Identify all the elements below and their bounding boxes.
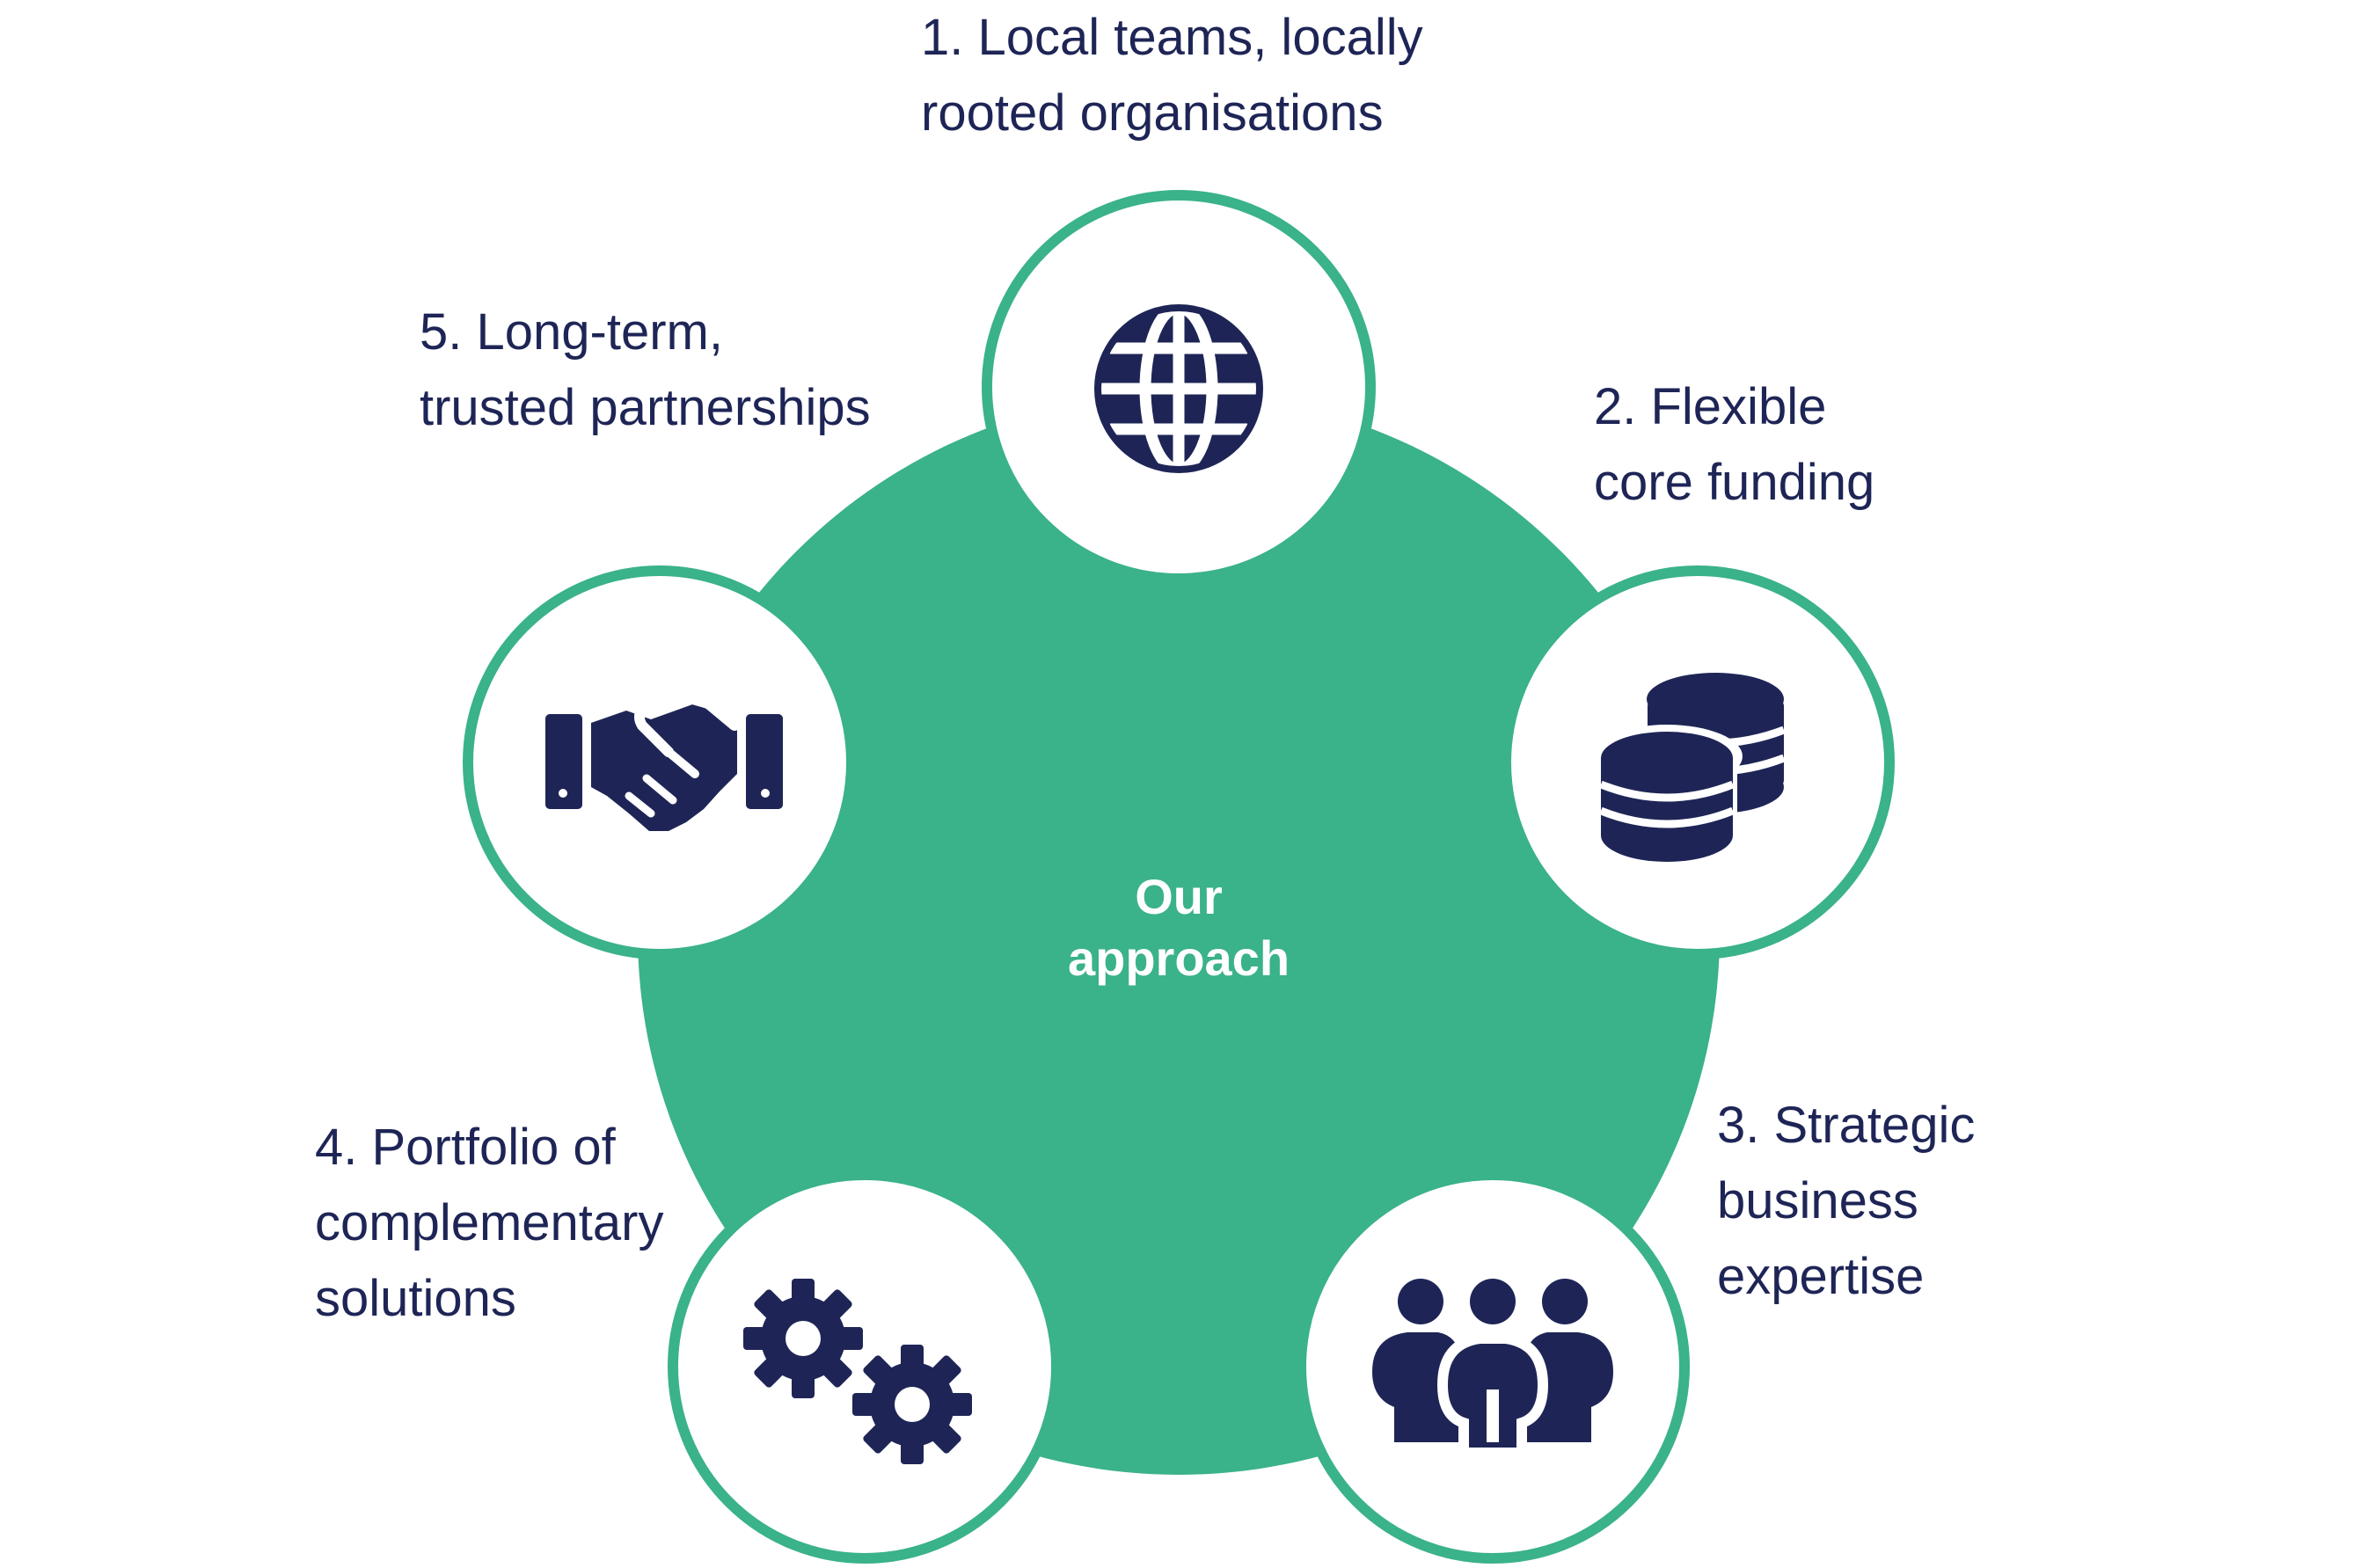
- step-1-label: 1. Local teams, locally rooted organisat…: [921, 0, 1423, 151]
- gears-icon: [743, 1279, 972, 1464]
- node-portfolio-solutions: [668, 1170, 1062, 1564]
- step-1-line-1: 1. Local teams, locally: [921, 9, 1423, 66]
- step-4-line-3: solutions: [315, 1270, 516, 1327]
- step-3-line-2: business: [1717, 1172, 1918, 1229]
- step-3-line-3: expertise: [1717, 1248, 1925, 1305]
- step-2-line-1: 2. Flexible: [1594, 378, 1827, 435]
- step-3-label: 3. Strategic business expertise: [1717, 1088, 1975, 1315]
- globe-icon: [1094, 302, 1263, 476]
- coins-icon: [1591, 673, 1786, 862]
- step-5-line-1: 5. Long-term,: [420, 303, 723, 361]
- step-4-line-1: 4. Portfolio of: [315, 1119, 616, 1176]
- people-group-icon: [1372, 1279, 1613, 1458]
- center-title-line-1: Our: [1135, 869, 1223, 924]
- node-local-teams: [982, 190, 1376, 584]
- node-flexible-funding: [1501, 565, 1895, 959]
- step-4-line-2: complementary: [315, 1194, 664, 1251]
- step-2-line-2: core funding: [1594, 454, 1875, 511]
- step-1-line-2: rooted organisations: [921, 84, 1384, 142]
- handshake-icon: [545, 689, 783, 831]
- node-business-expertise: [1296, 1170, 1690, 1564]
- step-3-line-1: 3. Strategic: [1717, 1097, 1976, 1154]
- step-5-line-2: trusted partnerships: [420, 379, 871, 436]
- step-4-label: 4. Portfolio of complementary solutions: [315, 1110, 663, 1337]
- center-title: Our approach: [1003, 866, 1355, 989]
- step-5-label: 5. Long-term, trusted partnerships: [420, 295, 871, 446]
- step-2-label: 2. Flexible core funding: [1594, 369, 1874, 521]
- node-long-term-partnerships: [463, 565, 857, 959]
- center-title-line-2: approach: [1067, 930, 1290, 986]
